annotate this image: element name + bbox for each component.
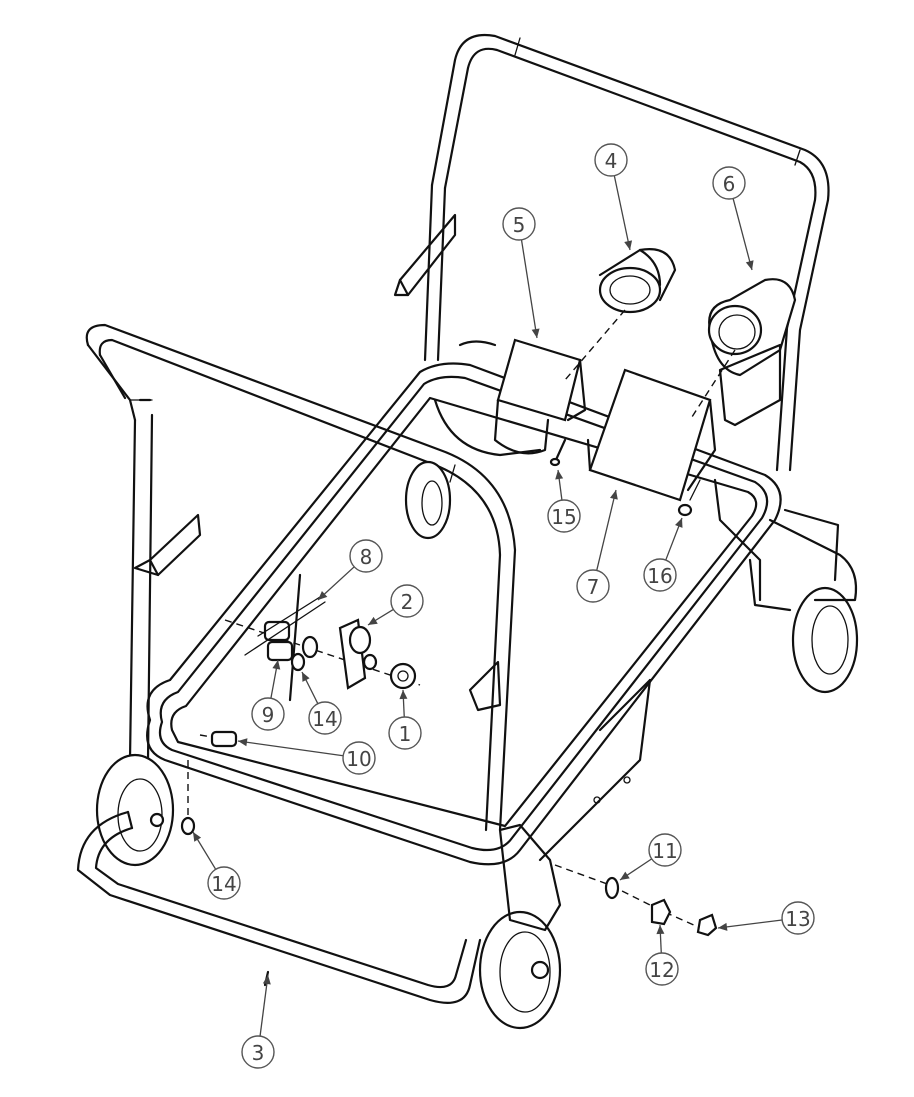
cylinder-cup bbox=[707, 278, 797, 427]
callout-circle bbox=[547, 499, 581, 533]
callout-arrowhead bbox=[318, 590, 328, 600]
callout-11: 11 bbox=[619, 833, 682, 881]
callout-circle bbox=[388, 716, 422, 750]
callout-circle bbox=[502, 207, 536, 241]
callout-arrowhead bbox=[656, 925, 665, 935]
callout-5: 5 bbox=[502, 207, 540, 339]
callout-circle bbox=[342, 741, 376, 775]
callout-arrowhead bbox=[302, 672, 310, 682]
callout-number: 13 bbox=[785, 907, 810, 931]
callout-4: 4 bbox=[594, 143, 633, 251]
callout-number: 6 bbox=[723, 172, 736, 196]
callout-circle bbox=[251, 697, 285, 731]
rear-handle-frame bbox=[423, 33, 830, 472]
bottle-plate-left bbox=[433, 338, 587, 457]
lower-handle bbox=[76, 810, 482, 1004]
callout-16: 16 bbox=[643, 517, 683, 592]
callout-leader bbox=[613, 175, 631, 251]
callout-circle bbox=[781, 901, 815, 935]
callout-number: 14 bbox=[312, 707, 337, 731]
callout-9: 9 bbox=[251, 659, 285, 731]
callout-number: 14 bbox=[211, 872, 236, 896]
callout-arrowhead bbox=[718, 922, 728, 931]
callout-1: 1 bbox=[388, 689, 422, 750]
callout-arrowhead bbox=[262, 975, 271, 985]
callout-circle bbox=[648, 833, 682, 867]
callout-number: 16 bbox=[647, 564, 672, 588]
bottle-plate-right bbox=[586, 368, 717, 502]
callout-arrowhead bbox=[745, 260, 754, 270]
callout-14: 14 bbox=[192, 831, 241, 900]
callout-circle bbox=[390, 584, 424, 618]
callout-arrowhead bbox=[610, 490, 618, 500]
screws bbox=[549, 438, 701, 517]
callout-14: 14 bbox=[301, 671, 342, 735]
mid-front-bracket bbox=[468, 660, 502, 712]
cylinder-ring bbox=[598, 248, 677, 314]
callout-number: 8 bbox=[360, 545, 373, 569]
callout-number: 9 bbox=[262, 703, 275, 727]
base-plate bbox=[288, 478, 762, 862]
callout-2: 2 bbox=[367, 584, 424, 626]
wheel-front-left bbox=[95, 753, 175, 867]
callout-10: 10 bbox=[237, 738, 376, 775]
callout-number: 2 bbox=[401, 590, 414, 614]
callout-arrowhead bbox=[675, 518, 683, 528]
callout-number: 15 bbox=[551, 505, 576, 529]
callout-7: 7 bbox=[576, 489, 618, 603]
rear-left-bracket bbox=[393, 213, 457, 297]
callout-12: 12 bbox=[645, 924, 679, 986]
callout-circle bbox=[349, 539, 383, 573]
callout-arrowhead bbox=[555, 470, 564, 480]
callout-circle bbox=[643, 558, 677, 592]
callout-number: 11 bbox=[652, 839, 677, 863]
callout-number: 1 bbox=[399, 722, 412, 746]
wheels bbox=[95, 460, 859, 1030]
wheel-front-right bbox=[478, 823, 562, 1030]
callout-leader bbox=[732, 198, 753, 271]
callout-arrowhead bbox=[368, 616, 378, 625]
callout-circle bbox=[576, 569, 610, 603]
callout-8: 8 bbox=[317, 539, 383, 601]
callout-15: 15 bbox=[547, 469, 581, 533]
callout-number: 4 bbox=[605, 149, 618, 173]
callout-arrowhead bbox=[620, 871, 630, 880]
callout-leader bbox=[237, 740, 344, 757]
callout-circle bbox=[207, 866, 241, 900]
callout-circle bbox=[308, 701, 342, 735]
callout-number: 12 bbox=[649, 958, 674, 982]
callout-number: 5 bbox=[513, 213, 526, 237]
wheel-rear-left bbox=[404, 460, 452, 540]
callout-arrowhead bbox=[193, 832, 202, 842]
callout-leader bbox=[259, 974, 269, 1037]
callout-6: 6 bbox=[712, 166, 754, 271]
wheel-rear-right bbox=[748, 508, 859, 694]
callout-number: 3 bbox=[252, 1041, 265, 1065]
callout-arrowhead bbox=[531, 328, 540, 338]
axle-hardware bbox=[604, 876, 718, 937]
callout-arrowhead bbox=[399, 690, 408, 700]
callout-circle bbox=[241, 1035, 275, 1069]
callout-arrowhead bbox=[238, 738, 248, 747]
callout-arrowhead bbox=[624, 240, 633, 250]
callout-13: 13 bbox=[717, 901, 815, 935]
callout-number: 7 bbox=[587, 575, 600, 599]
callout-leader bbox=[717, 919, 783, 929]
front-handle-frame bbox=[85, 323, 517, 832]
assembly-lines bbox=[187, 309, 736, 931]
callout-leader bbox=[520, 239, 538, 339]
callout-circle bbox=[712, 166, 746, 200]
front-left-bracket bbox=[133, 513, 202, 577]
callout-number: 10 bbox=[346, 747, 371, 771]
callout-circle bbox=[594, 143, 628, 177]
hinge-assembly bbox=[180, 596, 417, 836]
base-frame bbox=[146, 362, 782, 866]
callout-circle bbox=[645, 952, 679, 986]
callout-leader bbox=[596, 489, 617, 571]
callout-arrowhead bbox=[272, 660, 281, 670]
callout-3: 3 bbox=[241, 974, 275, 1069]
